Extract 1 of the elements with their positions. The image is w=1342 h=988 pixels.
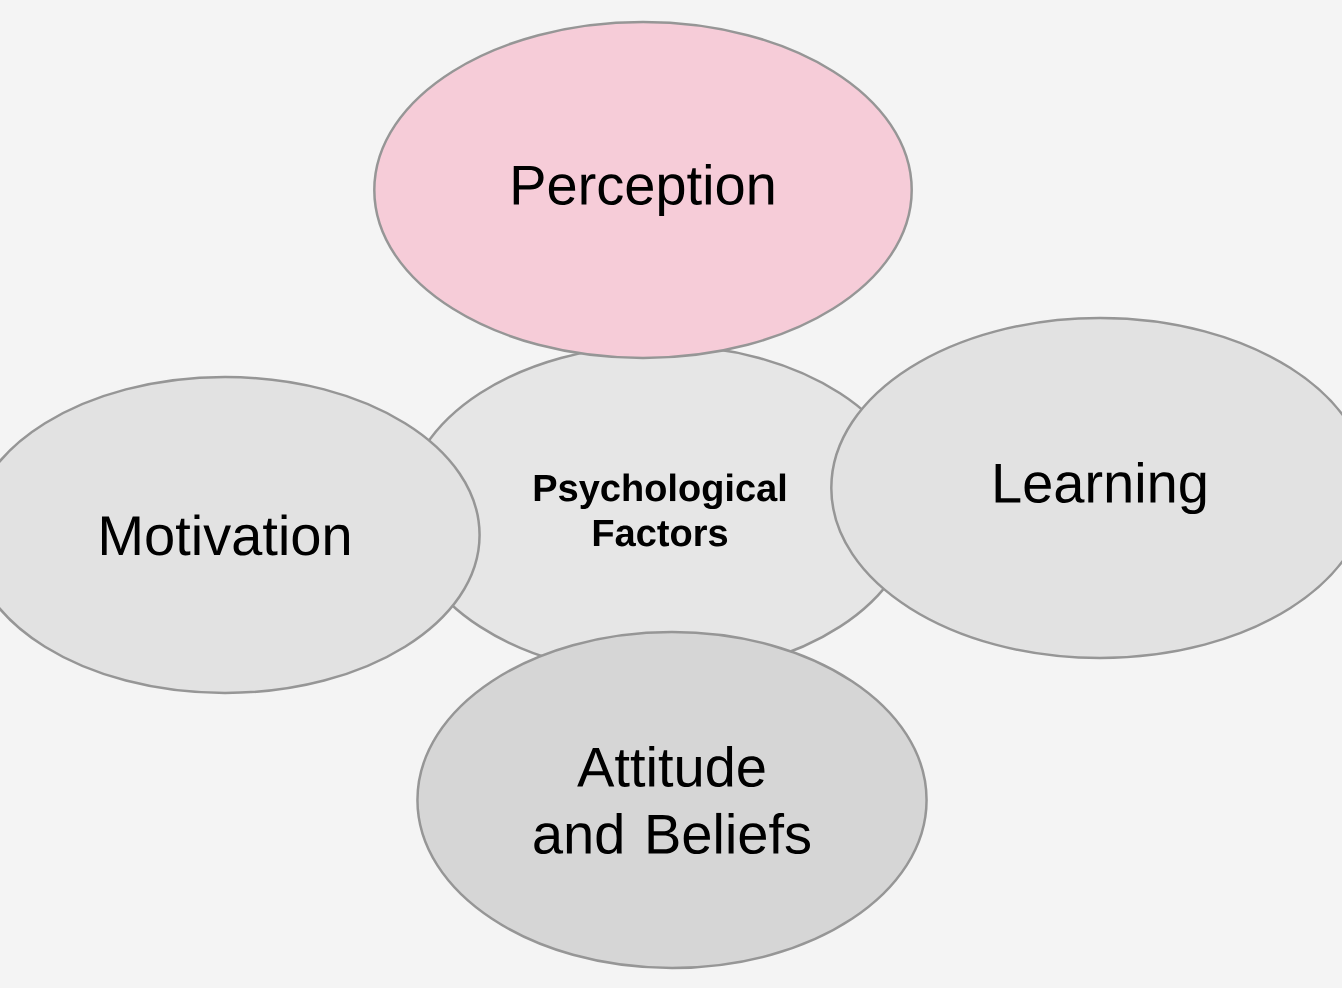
node-label: Learning [995, 461, 1206, 515]
